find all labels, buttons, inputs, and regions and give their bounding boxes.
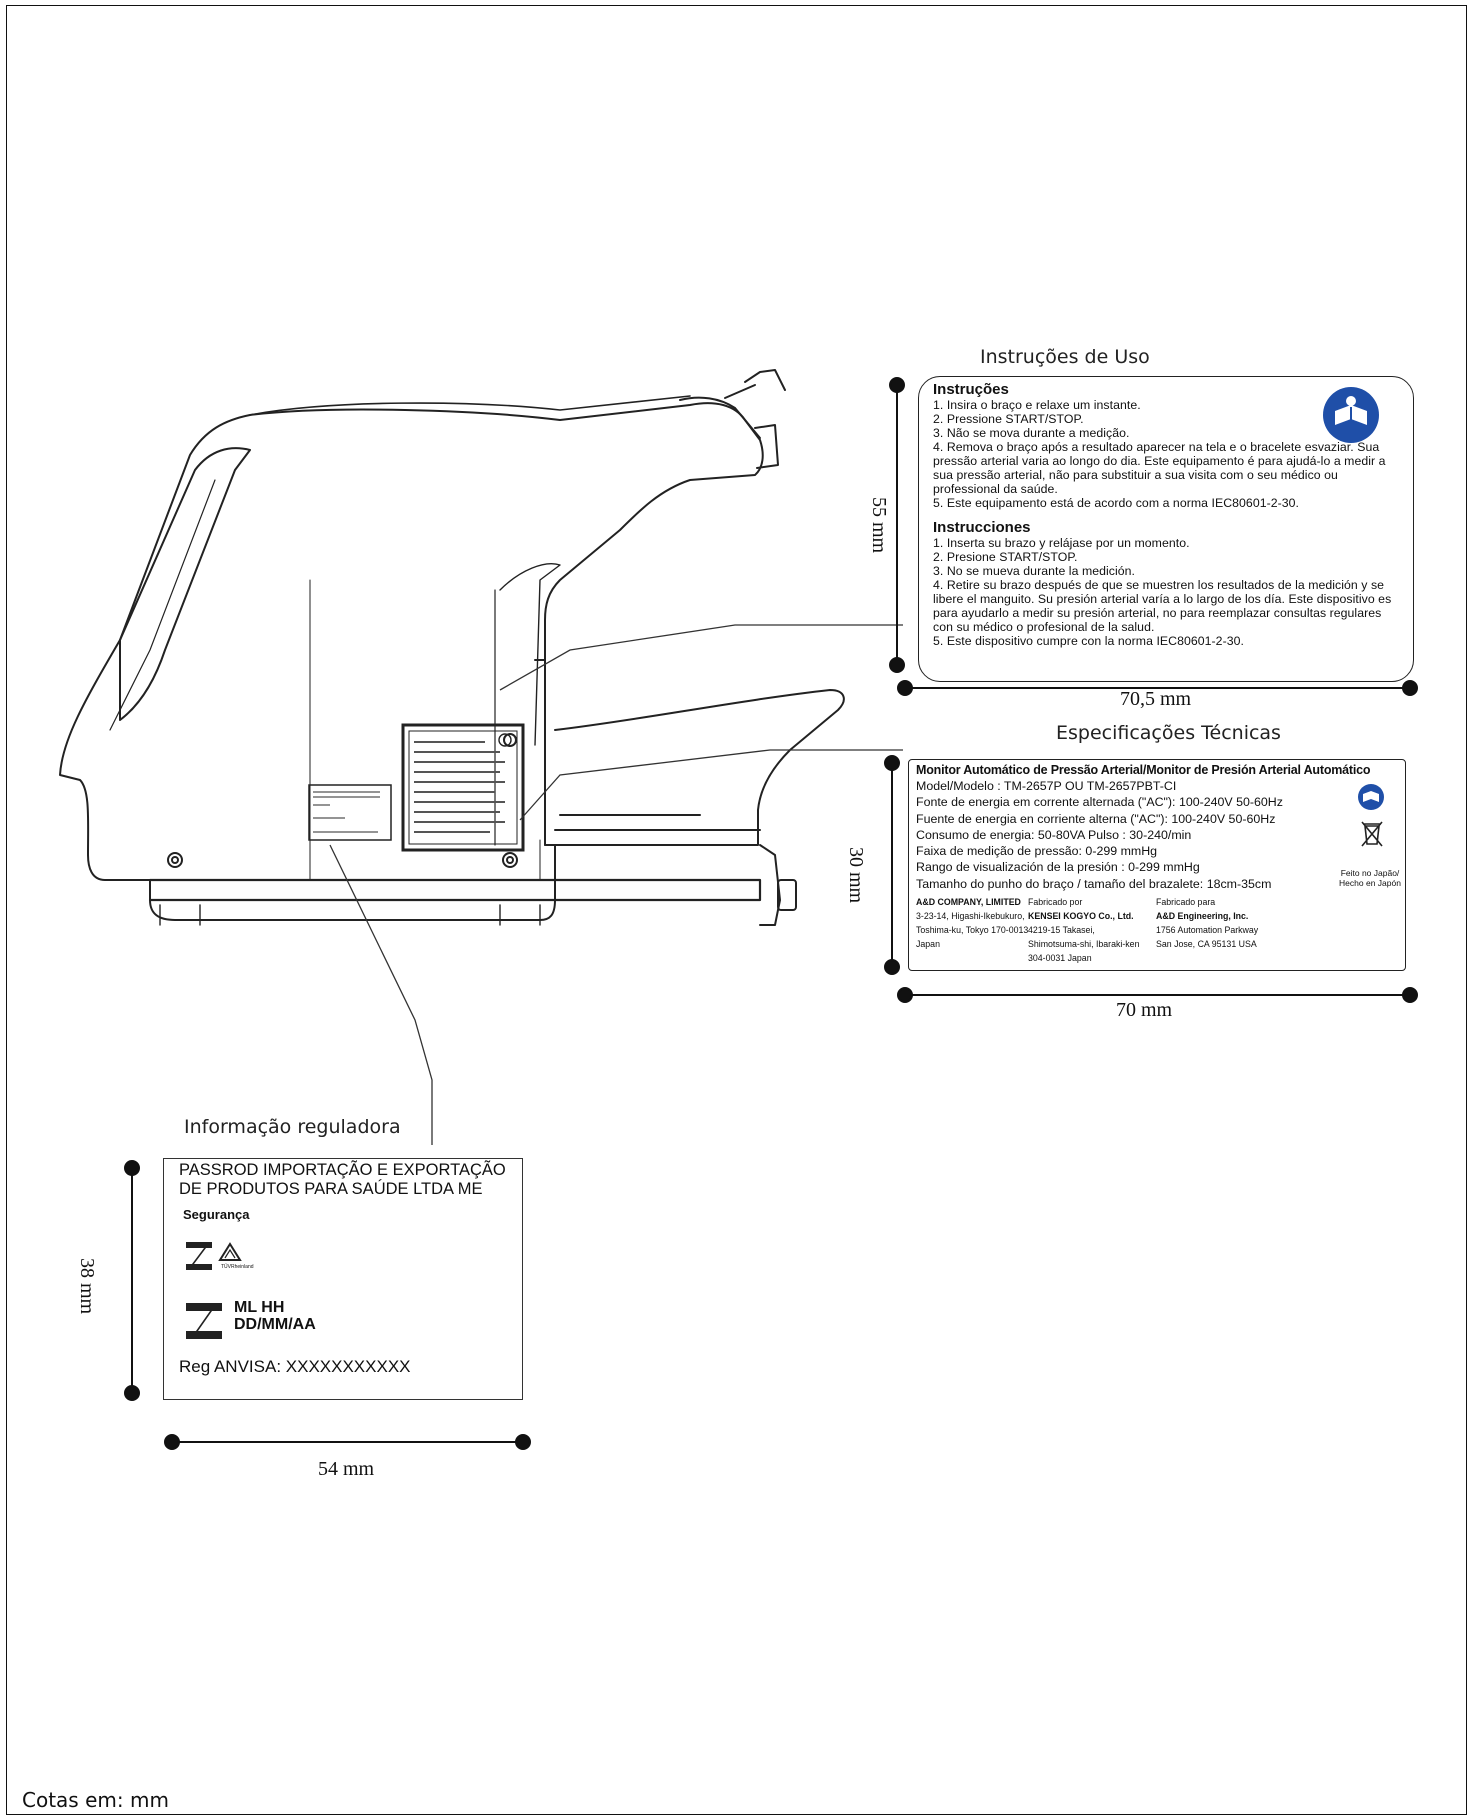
made-in: Feito no Japão/ Hecho en Japón (1335, 868, 1405, 888)
specifications-label: Monitor Automático de Pressão Arterial/M… (908, 759, 1406, 971)
dim-instr-height: 55 mm (868, 497, 890, 554)
spec-title: Monitor Automático de Pressão Arterial/M… (916, 763, 1371, 777)
anvisa-registration: Reg ANVISA: XXXXXXXXXXX (179, 1357, 411, 1376)
address-line: Fabricado para (1156, 897, 1216, 908)
dim-spec-height: 30 mm (845, 847, 867, 904)
address-line: 3-23-14, Higashi-Ikebukuro, (916, 911, 1025, 922)
instructions-label: Instruções 1. Insira o braço e relaxe um… (918, 376, 1414, 682)
inmetro-tuv-icon (186, 1242, 242, 1270)
instr-pt-line: 2. Pressione START/STOP. (933, 412, 1084, 426)
instr-pt-line: 3. Não se mova durante a medição. (933, 426, 1130, 440)
made-in-pt: Feito no Japão/ (1340, 868, 1400, 878)
made-in-es: Hecho en Japón (1339, 878, 1401, 888)
instr-pt-heading: Instruções (933, 381, 1009, 398)
reg-heading-line1: PASSROD IMPORTAÇÃO E EXPORTAÇÃO (179, 1161, 506, 1179)
address-line: Shimotsuma-shi, Ibaraki-ken (1028, 939, 1140, 950)
spec-line: Fonte de energia em corrente alternada (… (916, 795, 1283, 810)
seguranca-label: Segurança (183, 1207, 250, 1222)
instructions-title: Instruções de Uso (980, 346, 1150, 368)
regulatory-label: PASSROD IMPORTAÇÃO E EXPORTAÇÃO DE PRODU… (163, 1158, 523, 1400)
spec-line: Rango de visualización de la presión : 0… (916, 860, 1200, 875)
spec-line: Fuente de energia en corriente alterna (… (916, 811, 1276, 826)
manual-reading-icon (1323, 387, 1379, 443)
reg-date: DD/MM/AA (234, 1316, 316, 1333)
address-line: Japan (916, 939, 940, 950)
dim-reg-width: 54 mm (318, 1458, 375, 1480)
drawing-frame (6, 5, 1467, 1815)
instr-es-line: 1. Inserta su brazo y relájase por un mo… (933, 536, 1190, 550)
instr-es-line: 4. Retire su brazo después de que se mue… (933, 578, 1392, 634)
instr-es-heading: Instrucciones (933, 519, 1031, 536)
maker-address: Fabricado por KENSEI KOGYO Co., Ltd. 421… (1028, 895, 1139, 965)
spec-line: Consumo de energia: 50-80VA Pulso : 30-2… (916, 827, 1192, 842)
spec-line: Tamanho do punho do braço / tamaño del b… (916, 876, 1272, 891)
address-line: Fabricado por (1028, 897, 1083, 908)
weee-bin-icon (1361, 821, 1383, 847)
instr-pt-line: 4. Remova o braço após a resultado apare… (933, 440, 1386, 496)
tuv-text: TÜVRheinland (221, 1264, 254, 1270)
distributor-address: Fabricado para A&D Engineering, Inc. 175… (1156, 895, 1258, 951)
address-line: Toshima-ku, Tokyo 170-0013 (916, 925, 1029, 936)
dim-reg-height: 38 mm (76, 1258, 98, 1315)
dim-instr-width: 70,5 mm (1120, 688, 1192, 710)
instr-es-line: 2. Presione START/STOP. (933, 550, 1078, 564)
address-line: A&D COMPANY, LIMITED (916, 897, 1021, 908)
spec-line: Faixa de medição de pressão: 0-299 mmHg (916, 844, 1158, 859)
units-footer: Cotas em: mm (22, 1788, 169, 1812)
address-line: 1756 Automation Parkway (1156, 925, 1259, 936)
instr-es-line: 5. Este dispositivo cumpre con la norma … (933, 634, 1244, 648)
dim-spec-width: 70 mm (1116, 999, 1173, 1021)
specifications-title: Especificações Técnicas (1056, 722, 1281, 744)
address-line: 304-0031 Japan (1028, 953, 1092, 964)
instr-es-line: 3. No se mueva durante la medición. (933, 564, 1136, 578)
address-line: KENSEI KOGYO Co., Ltd. (1028, 911, 1134, 922)
manufacturer-address: A&D COMPANY, LIMITED 3-23-14, Higashi-Ik… (916, 895, 1028, 951)
manual-icon (1358, 784, 1384, 810)
spec-line: Model/Modelo : TM-2657P OU TM-2657PBT-CI (916, 779, 1177, 793)
address-line: A&D Engineering, Inc. (1156, 911, 1249, 922)
instr-pt-line: 5. Este equipamento está de acordo com a… (933, 496, 1300, 510)
ml-hh: ML HH (234, 1299, 285, 1316)
reg-heading-line2: DE PRODUTOS PARA SAÚDE LTDA ME (179, 1180, 483, 1198)
address-line: San Jose, CA 95131 USA (1156, 939, 1257, 950)
address-line: 4219-15 Takasei, (1028, 925, 1095, 936)
inmetro-mark-icon (186, 1303, 222, 1339)
instr-pt-line: 1. Insira o braço e relaxe um instante. (933, 398, 1141, 412)
regulatory-title: Informação reguladora (184, 1116, 401, 1138)
